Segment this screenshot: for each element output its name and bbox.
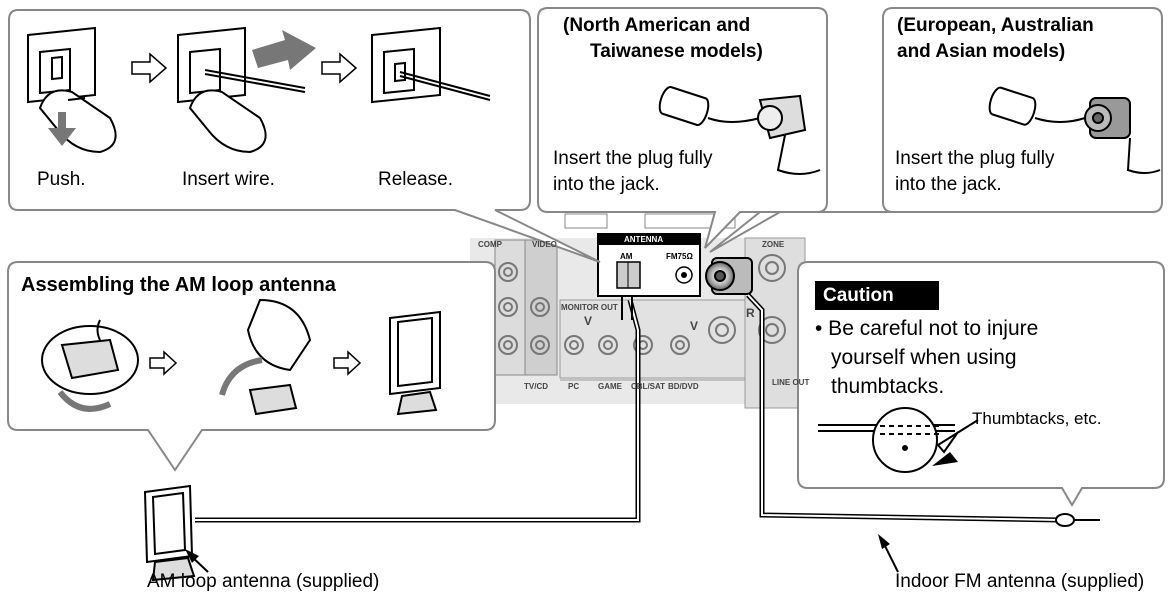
step-release-label: Release.: [378, 169, 453, 190]
tv-cd-label: TV/CD: [524, 382, 548, 391]
caution-line2: yourself when using: [831, 346, 1017, 369]
monitor-out-label: MONITOR OUT: [561, 303, 618, 312]
step-arrow: [131, 52, 168, 84]
rotate-arrow: [57, 390, 112, 412]
terminal-insert-illustration: [177, 26, 306, 154]
video-label: VIDEO: [532, 240, 557, 249]
zone-label: ZONE: [762, 240, 785, 249]
line-out-label: LINE OUT: [772, 378, 810, 387]
step-arrow: [333, 350, 362, 376]
cbl-sat-label: CBL/SAT: [631, 382, 666, 391]
bd-dvd-label: BD/DVD: [668, 382, 699, 391]
na-title-line1: (North American and: [563, 15, 751, 36]
step-arrow: [149, 350, 178, 376]
na-title-line2: Taiwanese models): [590, 41, 763, 62]
eu-desc-line2: into the jack.: [895, 174, 1002, 195]
am-loop-antenna: [143, 484, 196, 582]
wire-steps-callout: [8, 9, 601, 263]
caution-callout: [797, 261, 1165, 507]
step-insert-label: Insert wire.: [182, 169, 275, 190]
antenna-label: ANTENNA: [624, 235, 664, 244]
game-label: GAME: [598, 382, 622, 391]
v-label-2: V: [690, 319, 699, 333]
fm-antenna-label: Indoor FM antenna (supplied): [895, 571, 1145, 592]
caution-line1: • Be careful not to injure: [815, 317, 1039, 340]
am-antenna-assembled: [389, 310, 441, 416]
na-callout: [537, 7, 828, 249]
rca-jack: [498, 254, 786, 355]
eu-callout: [709, 7, 1163, 253]
terminal-push-illustration: [27, 26, 117, 154]
caution-line3: thumbtacks.: [831, 375, 945, 398]
thumbtack-pointer: [936, 419, 979, 454]
push-arrow: [48, 112, 76, 146]
na-desc-line1: Insert the plug fully: [553, 148, 713, 169]
na-desc-line2: into the jack.: [553, 174, 660, 195]
fm-plug-na: [658, 85, 821, 175]
am-assembly-callout: [7, 261, 496, 472]
am-antenna-label: AM loop antenna (supplied): [147, 571, 380, 592]
fm-terminal-label: FM75Ω: [666, 252, 693, 261]
step-arrow: [321, 52, 358, 84]
am-assembly-title: Assembling the AM loop antenna: [21, 274, 336, 296]
r-label: R: [746, 306, 755, 320]
am-terminal-label: AM: [620, 252, 633, 261]
thumbtacks-label: Thumbtacks, etc.: [972, 409, 1102, 428]
step-push-label: Push.: [37, 169, 86, 190]
terminal-release-illustration: [371, 26, 491, 104]
fm-plug-connected: [705, 257, 753, 295]
v-label-1: V: [584, 314, 593, 328]
fm-plug-eu: [988, 86, 1161, 174]
eu-title-line2: and Asian models): [897, 41, 1066, 62]
fm-jack: [675, 266, 693, 284]
eu-title-line1: (European, Australian: [897, 15, 1094, 36]
thumbtack: [1055, 513, 1075, 527]
unfold-arrow: [219, 357, 263, 396]
thumbtack-illustration: [818, 407, 955, 473]
am-antenna-unfolding: [246, 298, 312, 416]
insert-arrow: [252, 30, 316, 70]
caution-heading: Caution: [815, 281, 939, 310]
am-antenna-folded: [41, 319, 139, 395]
eu-desc-line1: Insert the plug fully: [895, 148, 1055, 169]
comp-label: COMP: [478, 240, 502, 249]
pc-label: PC: [568, 382, 580, 391]
